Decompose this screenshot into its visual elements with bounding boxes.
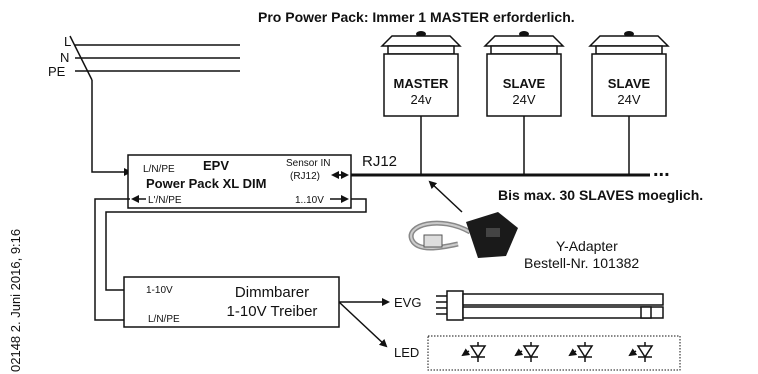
lamp-voltage: 24V: [512, 92, 535, 107]
epv-box: [127, 154, 352, 209]
driver-box: [123, 276, 340, 328]
fluorescent-tube-icon: [436, 290, 664, 321]
driver-in2: L/N/PE: [148, 314, 180, 325]
epv-sensor-label: Sensor IN: [286, 158, 330, 169]
driver-in1: 1-10V: [146, 285, 173, 296]
led-arrow: [338, 301, 388, 348]
adapter-name: Y-Adapter: [556, 238, 618, 254]
mains-label-n: N: [60, 50, 69, 65]
mains-label-l: L: [64, 34, 71, 49]
mains-switch-line: [69, 35, 93, 81]
adapter-order: Bestell-Nr. 101382: [524, 255, 639, 271]
epv-title: Power Pack XL DIM: [146, 176, 266, 191]
lamp-master: MASTER 24v: [380, 31, 462, 117]
mains-lines: L N PE: [48, 34, 240, 81]
lamp-role: SLAVE: [503, 76, 546, 91]
mains-label-pe: PE: [48, 64, 66, 79]
bus-label: RJ12: [362, 153, 397, 170]
dim-wire-to-driver: [105, 198, 367, 294]
adapter-plug: [423, 234, 443, 248]
bus-note: Bis max. 30 SLAVES moeglich.: [498, 187, 703, 203]
lamp-slave-2: SLAVE 24V: [588, 31, 670, 117]
rj12-bus: RJ12 ... Bis max. 30 SLAVES moeglich.: [351, 116, 703, 203]
y-adapter: Y-Adapter Bestell-Nr. 101382: [408, 180, 639, 271]
epv-sensor-sub: (RJ12): [290, 171, 320, 182]
side-stamp: 02148 2. Juni 2016, 9:16: [8, 229, 23, 372]
epv-in-label: L/N/PE: [143, 164, 175, 175]
lamp-slave-1: SLAVE 24V: [483, 31, 565, 117]
lamp-role: SLAVE: [608, 76, 651, 91]
power-wire-to-driver: [94, 198, 132, 324]
epv-power-pack: L/N/PE EPV Power Pack XL DIM Sensor IN (…: [127, 154, 352, 209]
led-icon: [628, 342, 654, 362]
led-icon: [461, 342, 487, 362]
led-label: LED: [394, 345, 419, 360]
led-icon: [568, 342, 594, 362]
epv-dim-label: 1..10V: [295, 195, 324, 206]
led-icon: [514, 342, 540, 362]
bus-dots: ...: [653, 159, 670, 181]
epv-out-label: L'/N/PE: [148, 195, 182, 206]
adapter-pointer-arrow: [428, 180, 463, 213]
lamp-voltage: 24v: [411, 92, 432, 107]
led-strip: [427, 335, 681, 371]
lamp-voltage: 24V: [617, 92, 640, 107]
diagram-title: Pro Power Pack: Immer 1 MASTER erforderl…: [258, 9, 575, 25]
dimmable-driver: 1-10V L/N/PE Dimmbarer 1-10V Treiber: [123, 276, 340, 328]
epv-name: EPV: [203, 158, 229, 173]
evg-label: EVG: [394, 295, 421, 310]
mains-feed-wire: [91, 80, 132, 176]
driver-title1: Dimmbarer: [235, 284, 309, 301]
lamp-role: MASTER: [394, 76, 450, 91]
driver-title2: 1-10V Treiber: [227, 303, 318, 320]
